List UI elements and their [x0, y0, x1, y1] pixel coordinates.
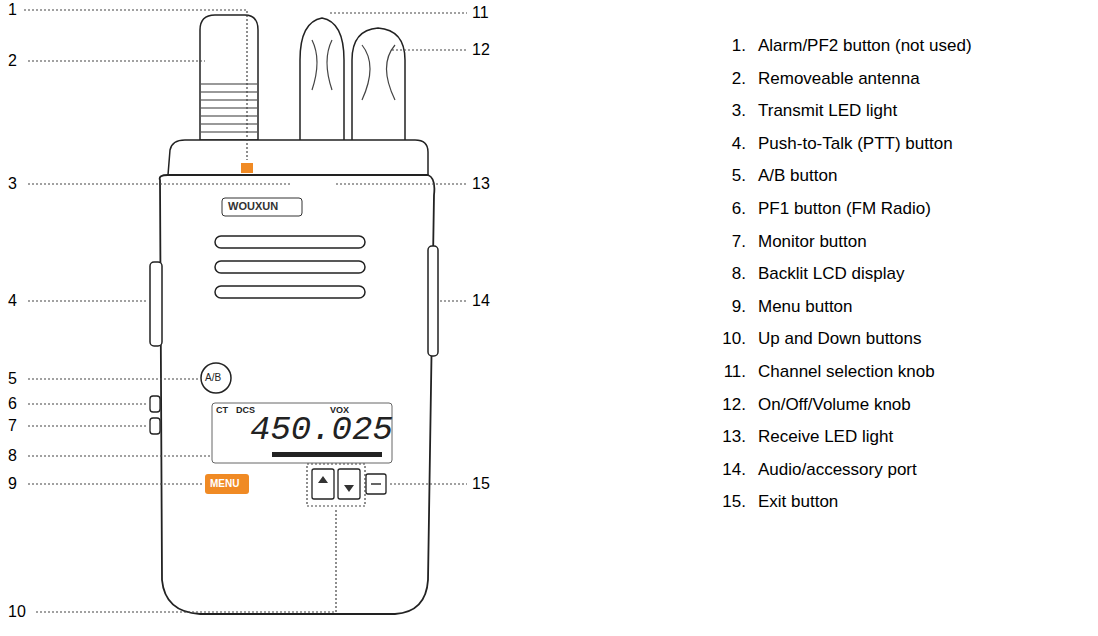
up-button [312, 469, 334, 499]
callout-number: 2 [8, 52, 17, 70]
leader-lines [24, 10, 467, 612]
list-number: 11. [716, 362, 746, 382]
callout-number: 4 [8, 292, 17, 310]
part-name: Channel selection knob [758, 362, 935, 382]
part-name: Receive LED light [758, 427, 893, 447]
lcd-icon: VOX [330, 405, 349, 415]
callout-number: 9 [8, 475, 17, 493]
part-name: On/Off/Volume knob [758, 395, 911, 415]
down-button [338, 469, 360, 499]
alarm-button [241, 163, 253, 173]
callout-number: 14 [472, 292, 490, 310]
callout-number: 5 [8, 370, 17, 388]
antenna [200, 15, 258, 140]
channel-knob [300, 18, 344, 160]
button-label: MENU [210, 478, 239, 490]
button-label: A/B [205, 372, 221, 384]
part-name: Audio/accessory port [758, 460, 917, 480]
lcd-display [212, 403, 392, 463]
callout-number: 7 [8, 417, 17, 435]
list-number: 2. [716, 69, 746, 89]
part-name: Exit button [758, 492, 838, 512]
callout-number: 12 [472, 41, 490, 59]
part-name: Monitor button [758, 232, 867, 252]
accessory-port [428, 246, 438, 356]
part-name: Removeable antenna [758, 69, 920, 89]
part-name: Up and Down buttons [758, 329, 922, 349]
list-number: 5. [716, 166, 746, 186]
logo-text: WOUXUN [228, 200, 278, 213]
callout-number: 8 [8, 447, 17, 465]
callout-number: 3 [8, 175, 17, 193]
list-number: 10. [716, 329, 746, 349]
part-name: Menu button [758, 297, 853, 317]
list-number: 8. [716, 264, 746, 284]
radio-body [160, 175, 435, 614]
antenna-ribs [201, 80, 257, 138]
pf1-button [150, 396, 160, 412]
lcd-icon: DCS [236, 405, 255, 415]
lcd-icon: CT [216, 405, 228, 415]
speaker-slot [215, 236, 365, 248]
callout-number: 11 [472, 4, 489, 22]
list-number: 4. [716, 134, 746, 154]
ab-button [201, 363, 231, 393]
list-number: 7. [716, 232, 746, 252]
callout-number: 6 [8, 395, 17, 413]
part-name: A/B button [758, 166, 837, 186]
list-number: 9. [716, 297, 746, 317]
list-number: 15. [716, 492, 746, 512]
list-number: 12. [716, 395, 746, 415]
list-number: 14. [716, 460, 746, 480]
list-number: 1. [716, 36, 746, 56]
part-name: Transmit LED light [758, 101, 897, 121]
list-number: 13. [716, 427, 746, 447]
speaker-slot [215, 261, 365, 273]
callout-number: 10 [8, 603, 26, 621]
list-number: 6. [716, 199, 746, 219]
list-number: 3. [716, 101, 746, 121]
monitor-button [150, 418, 160, 434]
part-name: Alarm/PF2 button (not used) [758, 36, 972, 56]
callout-number: 13 [472, 175, 490, 193]
part-name: Backlit LCD display [758, 264, 904, 284]
speaker-slot [215, 286, 365, 298]
part-name: PF1 button (FM Radio) [758, 199, 931, 219]
ptt-button [150, 262, 162, 346]
lcd-digits: 450.025 [250, 411, 393, 450]
menu-button [205, 474, 249, 494]
part-name: Push-to-Talk (PTT) button [758, 134, 953, 154]
callout-number: 15 [472, 475, 490, 493]
exit-button [366, 474, 386, 494]
callout-number: 1 [8, 1, 17, 19]
